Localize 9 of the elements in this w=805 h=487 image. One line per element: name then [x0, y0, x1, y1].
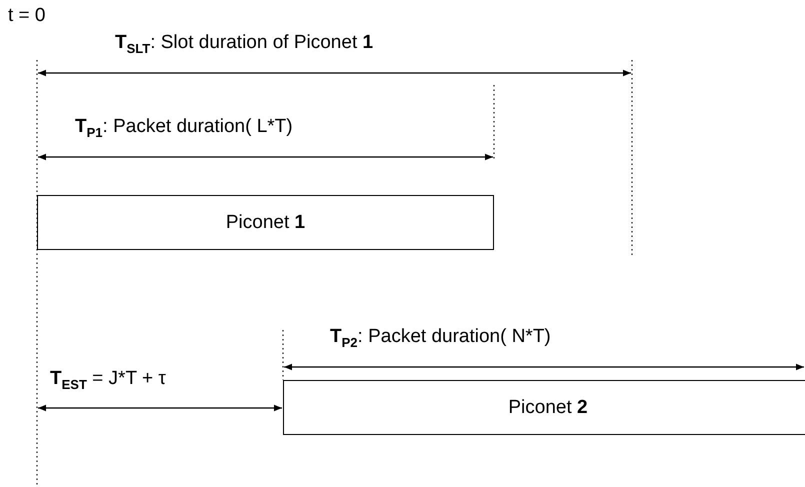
piconet-box	[37, 195, 494, 250]
duration-label: T$_{P2}$: Packet duration( N*T)	[330, 326, 551, 350]
piconet-box	[283, 380, 805, 435]
time-origin-label: t = 0	[8, 5, 46, 27]
box-label: Piconet 1	[226, 212, 306, 234]
duration-label: T$_{SLT}$: Slot duration of Piconet 1	[115, 32, 374, 56]
duration-label: T$_{EST}$ = J*T + τ	[50, 368, 166, 392]
box-label: Piconet 2	[508, 396, 588, 418]
duration-label: T$_{P1}$: Packet duration( L*T)	[75, 116, 293, 140]
